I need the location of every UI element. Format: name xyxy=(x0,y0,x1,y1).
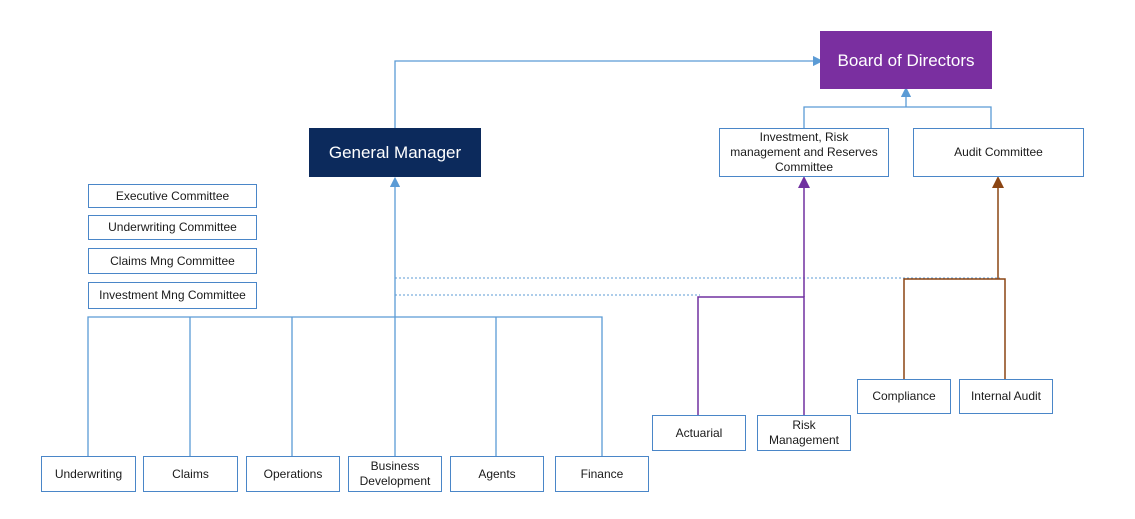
finance-box: Finance xyxy=(555,456,649,492)
board-of-directors-box: Board of Directors xyxy=(820,31,992,89)
agents-box: Agents xyxy=(450,456,544,492)
investment-risk-reserves-committee-box: Investment, Risk management and Reserves… xyxy=(719,128,889,177)
risk-management-box: Risk Management xyxy=(757,415,851,451)
internal-audit-box: Internal Audit xyxy=(959,379,1053,414)
underwriting-committee-box: Underwriting Committee xyxy=(88,215,257,240)
departments-bus xyxy=(87,316,603,456)
general-manager-box: General Manager xyxy=(309,128,481,177)
underwriting-box: Underwriting xyxy=(41,456,136,492)
business-development-box: Business Development xyxy=(348,456,442,492)
audit-committee-box: Audit Committee xyxy=(913,128,1084,177)
risk-functions-connector xyxy=(697,296,805,415)
actuarial-box: Actuarial xyxy=(652,415,746,451)
audit-functions-connector xyxy=(903,278,1006,379)
investment-mng-committee-box: Investment Mng Committee xyxy=(88,282,257,309)
operations-box: Operations xyxy=(246,456,340,492)
executive-committee-box: Executive Committee xyxy=(88,184,257,208)
compliance-box: Compliance xyxy=(857,379,951,414)
claims-box: Claims xyxy=(143,456,238,492)
committees-to-board-connector xyxy=(803,106,992,128)
gm-to-board-connector xyxy=(394,55,824,128)
claims-mng-committee-box: Claims Mng Committee xyxy=(88,248,257,274)
